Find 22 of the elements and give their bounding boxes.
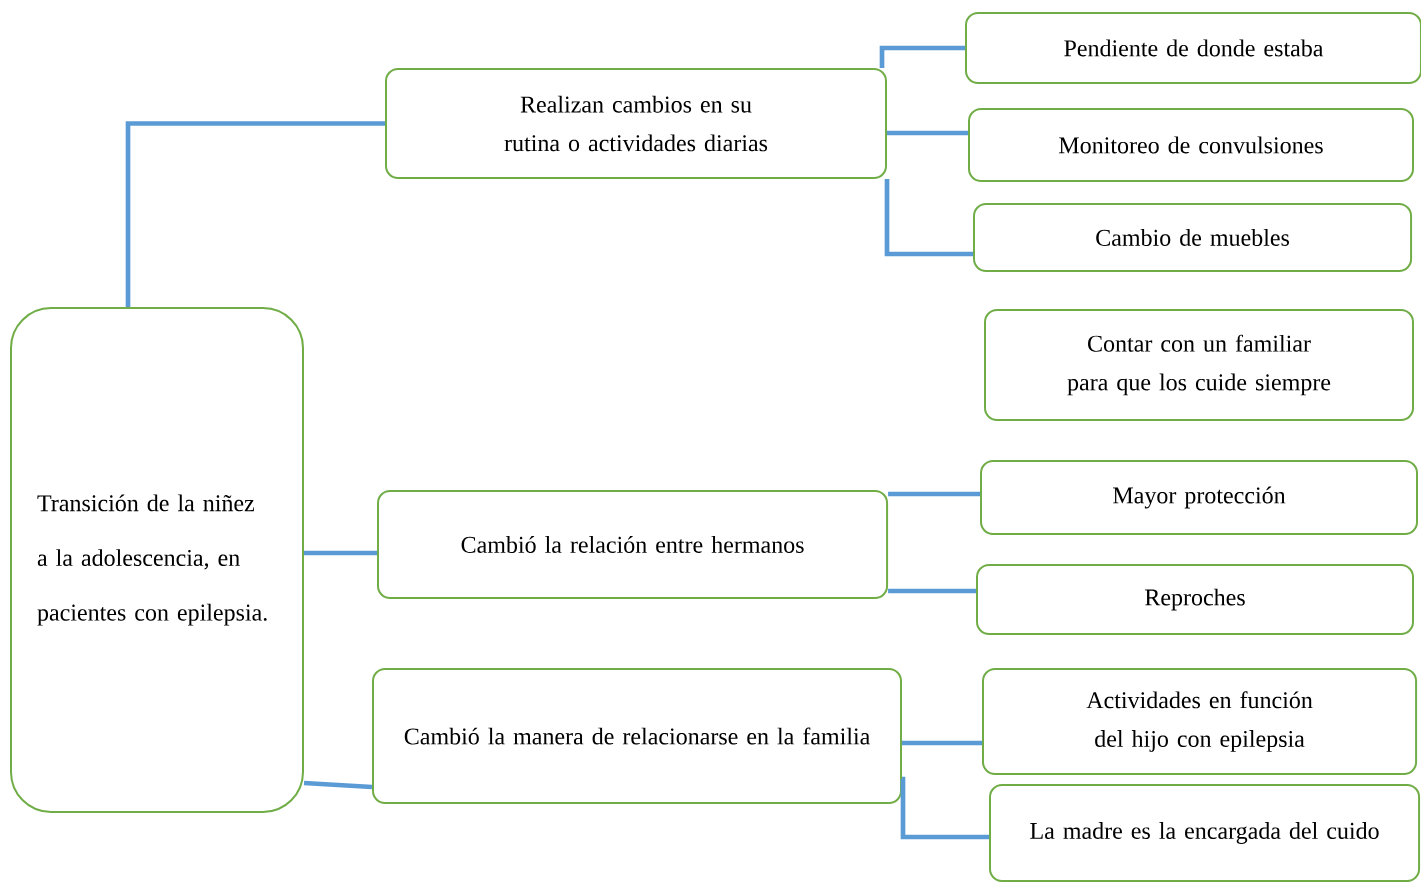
text-box: Reproches bbox=[976, 564, 1414, 636]
text-box: Pendiente de donde estaba bbox=[965, 12, 1421, 84]
text-box: Cambió la manera de relacionarse en la familia bbox=[372, 668, 902, 804]
connector-line bbox=[888, 588, 976, 594]
connector-line bbox=[887, 130, 968, 136]
text-box: Cambió la relación entre hermanos bbox=[377, 490, 889, 599]
text-box: Contar con un familiar para que los cuide siempre bbox=[984, 309, 1414, 421]
text-box: Realizan cambios en su rutina o actividades diarias bbox=[385, 68, 887, 180]
text-box: La madre es la encargada del cuido bbox=[989, 784, 1421, 882]
connector-line bbox=[899, 776, 989, 840]
connector-line bbox=[304, 550, 377, 556]
connector-line bbox=[888, 491, 980, 497]
text-box: Actividades en función del hijo con epilepsia bbox=[982, 668, 1418, 776]
text-box: Cambio de muebles bbox=[973, 203, 1413, 272]
connector-line bbox=[125, 121, 385, 307]
connector-line bbox=[879, 45, 965, 68]
text-box: Mayor protección bbox=[980, 460, 1418, 536]
connector-line bbox=[303, 780, 373, 790]
text-box: Transición de la niñez a la adolescencia, en pacientes con epilepsia. bbox=[10, 307, 304, 813]
text-box: Monitoreo de convulsiones bbox=[968, 108, 1414, 182]
connector-line bbox=[884, 179, 973, 257]
connector-line bbox=[902, 740, 982, 746]
